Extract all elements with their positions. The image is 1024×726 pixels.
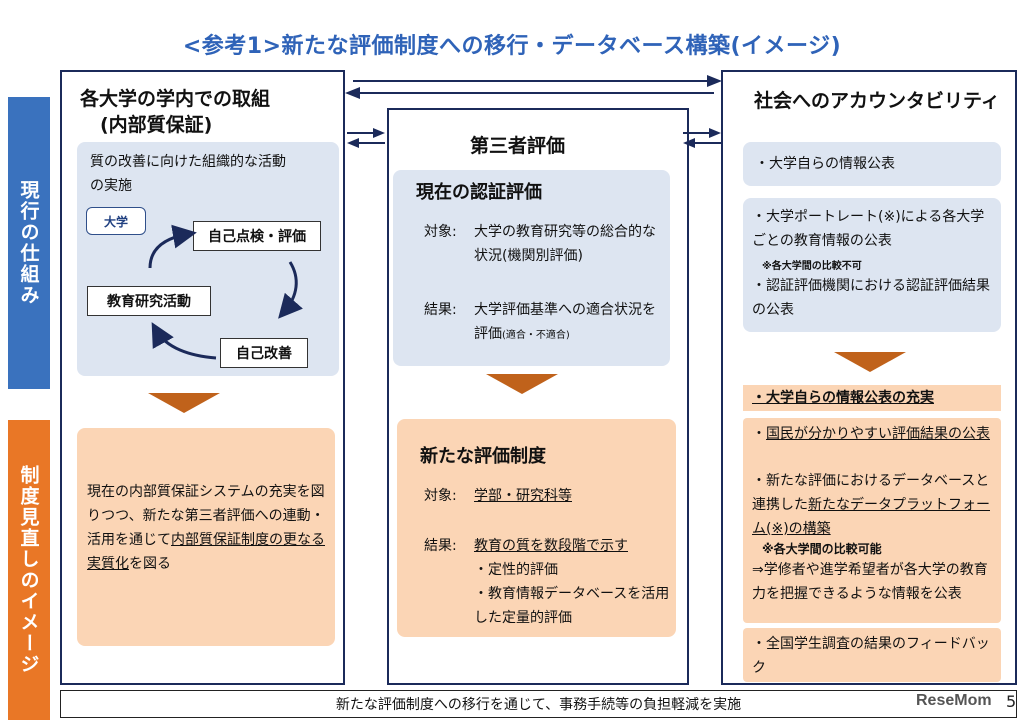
footer-box: 新たな評価制度への移行を通じて、事務手続等の負担軽減を実施 bbox=[60, 690, 1017, 718]
right-future-note: ※各大学間の比較可能 bbox=[762, 542, 882, 556]
footer-text: 新たな評価制度への移行を通じて、事務手続等の負担軽減を実施 bbox=[335, 697, 742, 713]
right-item1: ・大学自らの情報公表 bbox=[755, 156, 895, 172]
sidebar-current-label: 現行の仕組み bbox=[17, 180, 40, 306]
left-future-pre: 現在の内部質保証システムの充実を図りつつ、新たな第三者評価への連動・活用を通じて bbox=[87, 484, 325, 548]
result-label: 結果: bbox=[424, 302, 457, 318]
right-future-b-u: 新たなデータプラットフォーム(※)の構築 bbox=[752, 497, 990, 537]
double-arrow-left-right bbox=[345, 75, 722, 99]
double-arrow-left-center bbox=[347, 128, 385, 148]
new-result-label: 結果: bbox=[424, 538, 457, 554]
left-down-arrow bbox=[148, 393, 220, 413]
new-eval-heading: 新たな評価制度 bbox=[420, 446, 546, 467]
left-current-box bbox=[77, 142, 339, 376]
sidebar-current: 現行の仕組み bbox=[8, 97, 50, 389]
new-result-text: 教育の質を数段階で示す bbox=[474, 538, 628, 554]
cycle-intro-1: 質の改善に向けた組織的な活動 bbox=[90, 154, 286, 170]
left-heading-2: (内部質保証) bbox=[100, 114, 213, 136]
node-improve: 自己改善 bbox=[220, 338, 308, 368]
right-future-a: ・国民が分かりやすい評価結果の公表 bbox=[752, 422, 996, 446]
right-item2b: ・認証評価機関における認証評価結果の公表 bbox=[752, 278, 990, 318]
page-title: <参考1>新たな評価制度への移行・データベース構築(イメージ) bbox=[182, 34, 842, 59]
right-box-2 bbox=[743, 198, 1001, 332]
node-self-check: 自己点検・評価 bbox=[193, 221, 321, 251]
target-label: 対象: bbox=[424, 224, 457, 240]
result-text: 大学評価基準への適合状況を評価 bbox=[474, 302, 656, 342]
right-item2a-note: ※各大学間の比較不可 bbox=[762, 261, 862, 272]
resemom-logo: ReseMom bbox=[916, 692, 992, 709]
right-future-a-pre: ・ bbox=[752, 426, 766, 442]
page-number: 5 bbox=[1006, 692, 1017, 711]
right-future-b-pre: ・新たな評価におけるデータベースと連携した bbox=[752, 473, 990, 513]
right-future-box bbox=[743, 418, 1001, 623]
right-future-d: ・全国学生調査の結果のフィードバック bbox=[752, 636, 990, 676]
center-future-box bbox=[397, 419, 676, 637]
center-heading: 第三者評価 bbox=[470, 135, 566, 157]
center-current-box bbox=[393, 170, 670, 366]
right-future-b: ・新たな評価におけるデータベースと連携した新たなデータプラットフォーム(※)の構… bbox=[752, 469, 996, 541]
right-future-c: ⇒学修者や進学希望者が各大学の教育力を把握できるような情報を公表 bbox=[752, 562, 988, 602]
university-tag: 大学 bbox=[86, 207, 146, 235]
new-result-item1: ・定性的評価 bbox=[474, 562, 558, 578]
left-heading-1: 各大学の学内での取組 bbox=[80, 88, 271, 110]
result-text-block: 大学評価基準への適合状況を評価(適合・不適合) bbox=[474, 298, 664, 348]
node-research: 教育研究活動 bbox=[87, 286, 211, 316]
left-future-post: を図る bbox=[129, 556, 171, 572]
new-target-text: 学部・研究科等 bbox=[474, 488, 572, 504]
target-text: 大学の教育研究等の総合的な状況(機関別評価) bbox=[474, 224, 656, 264]
sidebar-future: 制度見直しのイメージ bbox=[8, 420, 50, 720]
left-future-underlined: 内部質保証制度の更なる実質化 bbox=[87, 532, 325, 572]
center-down-arrow bbox=[486, 374, 558, 394]
right-item2a: ・大学ポートレート(※)による各大学ごとの教育情報の公表 bbox=[752, 209, 985, 249]
left-future-box bbox=[77, 428, 335, 646]
double-arrow-center-right bbox=[683, 128, 721, 148]
right-future-header-box bbox=[743, 385, 1001, 411]
result-small: (適合・不適合) bbox=[502, 330, 570, 341]
right-down-arrow bbox=[834, 352, 906, 372]
current-cert-heading: 現在の認証評価 bbox=[416, 182, 542, 203]
new-result-item2: ・教育情報データベースを活用した定量的評価 bbox=[474, 586, 670, 626]
right-future-box-2 bbox=[743, 628, 1001, 682]
cycle-arrows-icon bbox=[148, 224, 303, 360]
right-future-a-u: 国民が分かりやすい評価結果の公表 bbox=[766, 426, 990, 442]
right-heading: 社会へのアカウンタビリティ bbox=[754, 90, 1000, 112]
right-box-1 bbox=[743, 142, 1001, 186]
right-future-header: ・大学自らの情報公表の充実 bbox=[752, 390, 934, 406]
sidebar-future-label: 制度見直しのイメージ bbox=[17, 465, 40, 675]
cycle-intro-2: の実施 bbox=[90, 178, 132, 194]
new-target-label: 対象: bbox=[424, 488, 457, 504]
left-future-text: 現在の内部質保証システムの充実を図りつつ、新たな第三者評価への連動・活用を通じて… bbox=[87, 480, 333, 576]
